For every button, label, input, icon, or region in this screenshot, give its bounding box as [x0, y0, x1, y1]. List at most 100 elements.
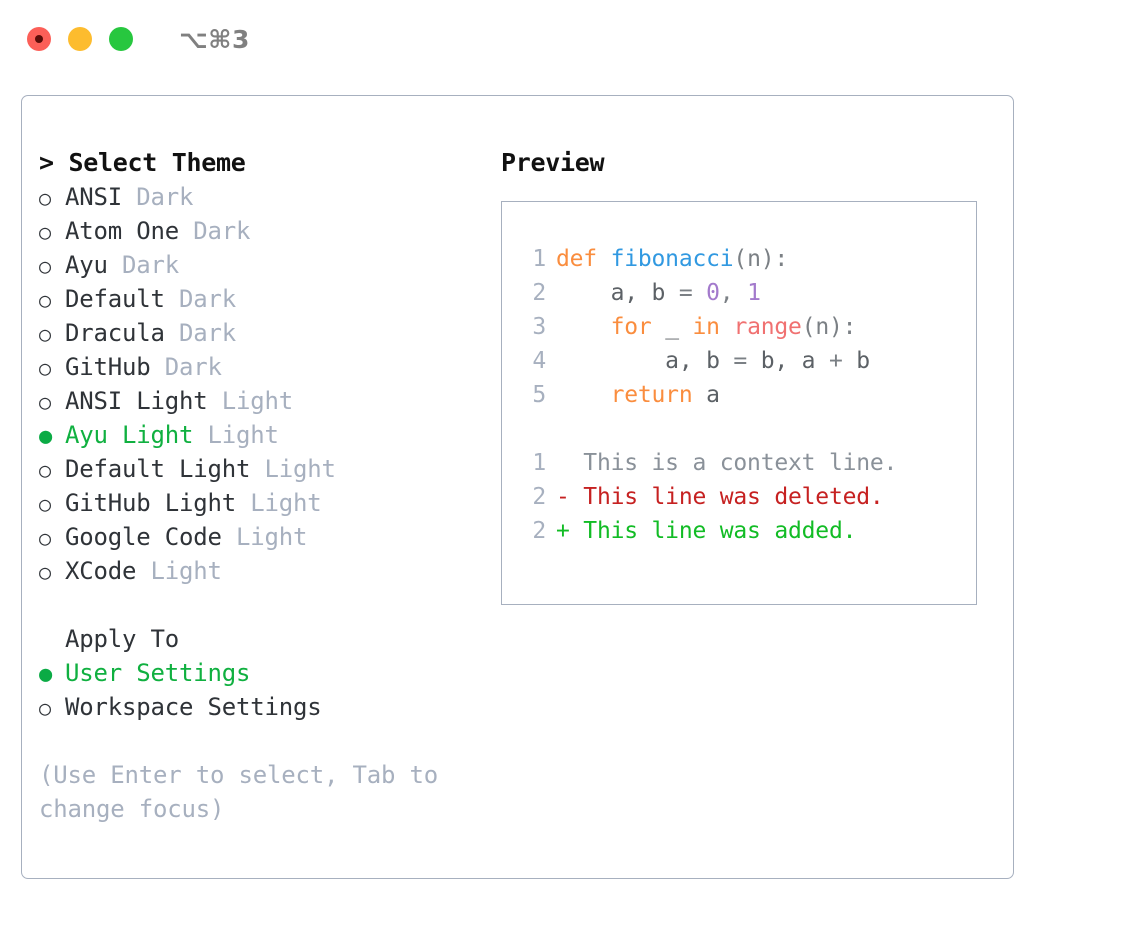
close-window-icon[interactable] — [27, 27, 51, 51]
code-token: for — [610, 314, 666, 340]
theme-list[interactable]: ○ANSI Dark○Atom One Dark○Ayu Dark○Defaul… — [39, 180, 482, 588]
theme-variant-label: Light — [221, 523, 308, 551]
code-line: 4 a, b = b, a + b — [520, 344, 976, 378]
theme-option-ansi[interactable]: ○ANSI Dark — [39, 180, 482, 214]
code-line: 1 def fibonacci(n): — [520, 242, 976, 276]
code-token: (n): — [801, 314, 857, 340]
code-line-text: return a — [556, 378, 720, 412]
radio-unselected-icon: ○ — [39, 220, 51, 244]
theme-variant-label: Dark — [122, 183, 194, 211]
theme-variant-label: Light — [236, 489, 322, 517]
theme-option-ayu-light[interactable]: ●Ayu Light Light — [39, 418, 482, 452]
code-token: b, a — [760, 348, 829, 374]
line-number: 1 — [532, 450, 546, 476]
theme-option-ayu[interactable]: ○Ayu Dark — [39, 248, 482, 282]
preview-heading: Preview — [501, 148, 605, 177]
code-line: 5 return a — [520, 378, 976, 412]
section-spacer — [39, 588, 482, 622]
radio-unselected-icon: ○ — [39, 560, 51, 584]
line-number: 2 — [532, 484, 546, 510]
theme-option-xcode[interactable]: ○ XCode Light — [39, 554, 482, 588]
code-token: return — [610, 382, 707, 408]
theme-option-default-light[interactable]: ○Default Light Light — [39, 452, 482, 486]
line-number: 3 — [532, 314, 546, 340]
apply-to-heading: Apply To — [65, 625, 179, 653]
apply-to-option-user-settings[interactable]: ●User Settings — [39, 656, 482, 690]
radio-unselected-icon: ○ — [39, 288, 51, 312]
theme-option-dracula[interactable]: ○Dracula Dark — [39, 316, 482, 350]
main-panel: > Select Theme ○ANSI Dark○Atom One Dark○… — [21, 95, 1014, 879]
line-number: 5 — [532, 382, 546, 408]
maximize-window-icon[interactable] — [109, 27, 133, 51]
radio-unselected-icon: ○ — [39, 186, 51, 210]
theme-option-label: XCode — [65, 557, 137, 585]
theme-variant-label: Light — [250, 455, 336, 483]
theme-selection-column: > Select Theme ○ANSI Dark○Atom One Dark○… — [22, 96, 482, 878]
apply-to-option-label: Workspace Settings — [65, 693, 322, 721]
radio-unselected-icon: ○ — [39, 390, 51, 414]
theme-option-github[interactable]: ○GitHub Dark — [39, 350, 482, 384]
line-number: 2 — [532, 280, 546, 306]
code-line: 2 a, b = 0, 1 — [520, 276, 976, 310]
code-token: range — [733, 314, 802, 340]
apply-to-option-workspace-settings[interactable]: ○ Workspace Settings — [39, 690, 482, 724]
code-token — [556, 382, 611, 408]
code-token: a, b — [556, 348, 734, 374]
traffic-light-buttons — [27, 27, 133, 51]
code-diff-spacer — [520, 412, 976, 446]
code-line-text: for _ in range(n): — [556, 310, 857, 344]
theme-variant-label: Light — [136, 557, 222, 585]
apply-to-list[interactable]: ●User Settings ○ Workspace Settings — [39, 656, 482, 724]
theme-option-label: Default — [65, 285, 165, 313]
code-token: in — [692, 314, 734, 340]
code-token: (n): — [733, 246, 789, 272]
code-token: = — [678, 280, 707, 306]
diff-line: 1 This is a context line. — [520, 446, 976, 480]
code-line-text: a, b = 0, 1 — [556, 276, 761, 310]
line-number: 4 — [532, 348, 546, 374]
theme-option-default[interactable]: ○Default Dark — [39, 282, 482, 316]
line-number: 1 — [532, 246, 546, 272]
radio-unselected-icon: ○ — [39, 492, 51, 516]
line-number: 2 — [532, 518, 546, 544]
code-token: , — [719, 280, 748, 306]
theme-variant-label: Dark — [179, 217, 251, 245]
diff-line: 2+ This line was added. — [520, 514, 976, 548]
code-token: + — [828, 348, 857, 374]
theme-option-google-code[interactable]: ○ Google Code Light — [39, 520, 482, 554]
code-token: a, b — [556, 280, 679, 306]
code-token: fibonacci — [610, 246, 734, 272]
theme-option-github-light[interactable]: ○ GitHub Light Light — [39, 486, 482, 520]
theme-option-atom-one[interactable]: ○ Atom One Dark — [39, 214, 482, 248]
code-token: a — [706, 382, 720, 408]
radio-unselected-icon: ○ — [39, 696, 51, 720]
code-token: _ — [665, 314, 693, 340]
minimize-window-icon[interactable] — [68, 27, 92, 51]
diff-sample: 1 This is a context line.2- This line wa… — [520, 446, 976, 548]
code-token: 1 — [747, 280, 761, 306]
radio-unselected-icon: ○ — [39, 526, 51, 550]
theme-option-label: GitHub — [65, 353, 151, 381]
radio-unselected-icon: ○ — [39, 254, 51, 278]
select-theme-heading: > Select Theme — [39, 148, 246, 177]
keyboard-hint-text: (Use Enter to select, Tab to change focu… — [39, 761, 438, 823]
theme-option-ansi-light[interactable]: ○ANSI Light Light — [39, 384, 482, 418]
theme-option-label: Ayu Light — [65, 421, 194, 449]
diff-line-text: This is a context line. — [556, 450, 898, 476]
code-line: 3 for _ in range(n): — [520, 310, 976, 344]
theme-variant-label: Light — [207, 387, 293, 415]
theme-option-label: Ayu — [65, 251, 108, 279]
theme-option-label: GitHub Light — [65, 489, 236, 517]
theme-option-label: Google Code — [65, 523, 222, 551]
code-token: = — [733, 348, 761, 374]
radio-selected-icon: ● — [39, 424, 53, 449]
radio-unselected-icon: ○ — [39, 356, 51, 380]
theme-option-label: Atom One — [65, 217, 179, 245]
code-line-text: a, b = b, a + b — [556, 344, 870, 378]
radio-selected-icon: ● — [39, 662, 53, 687]
code-line-text: def fibonacci(n): — [556, 242, 788, 276]
